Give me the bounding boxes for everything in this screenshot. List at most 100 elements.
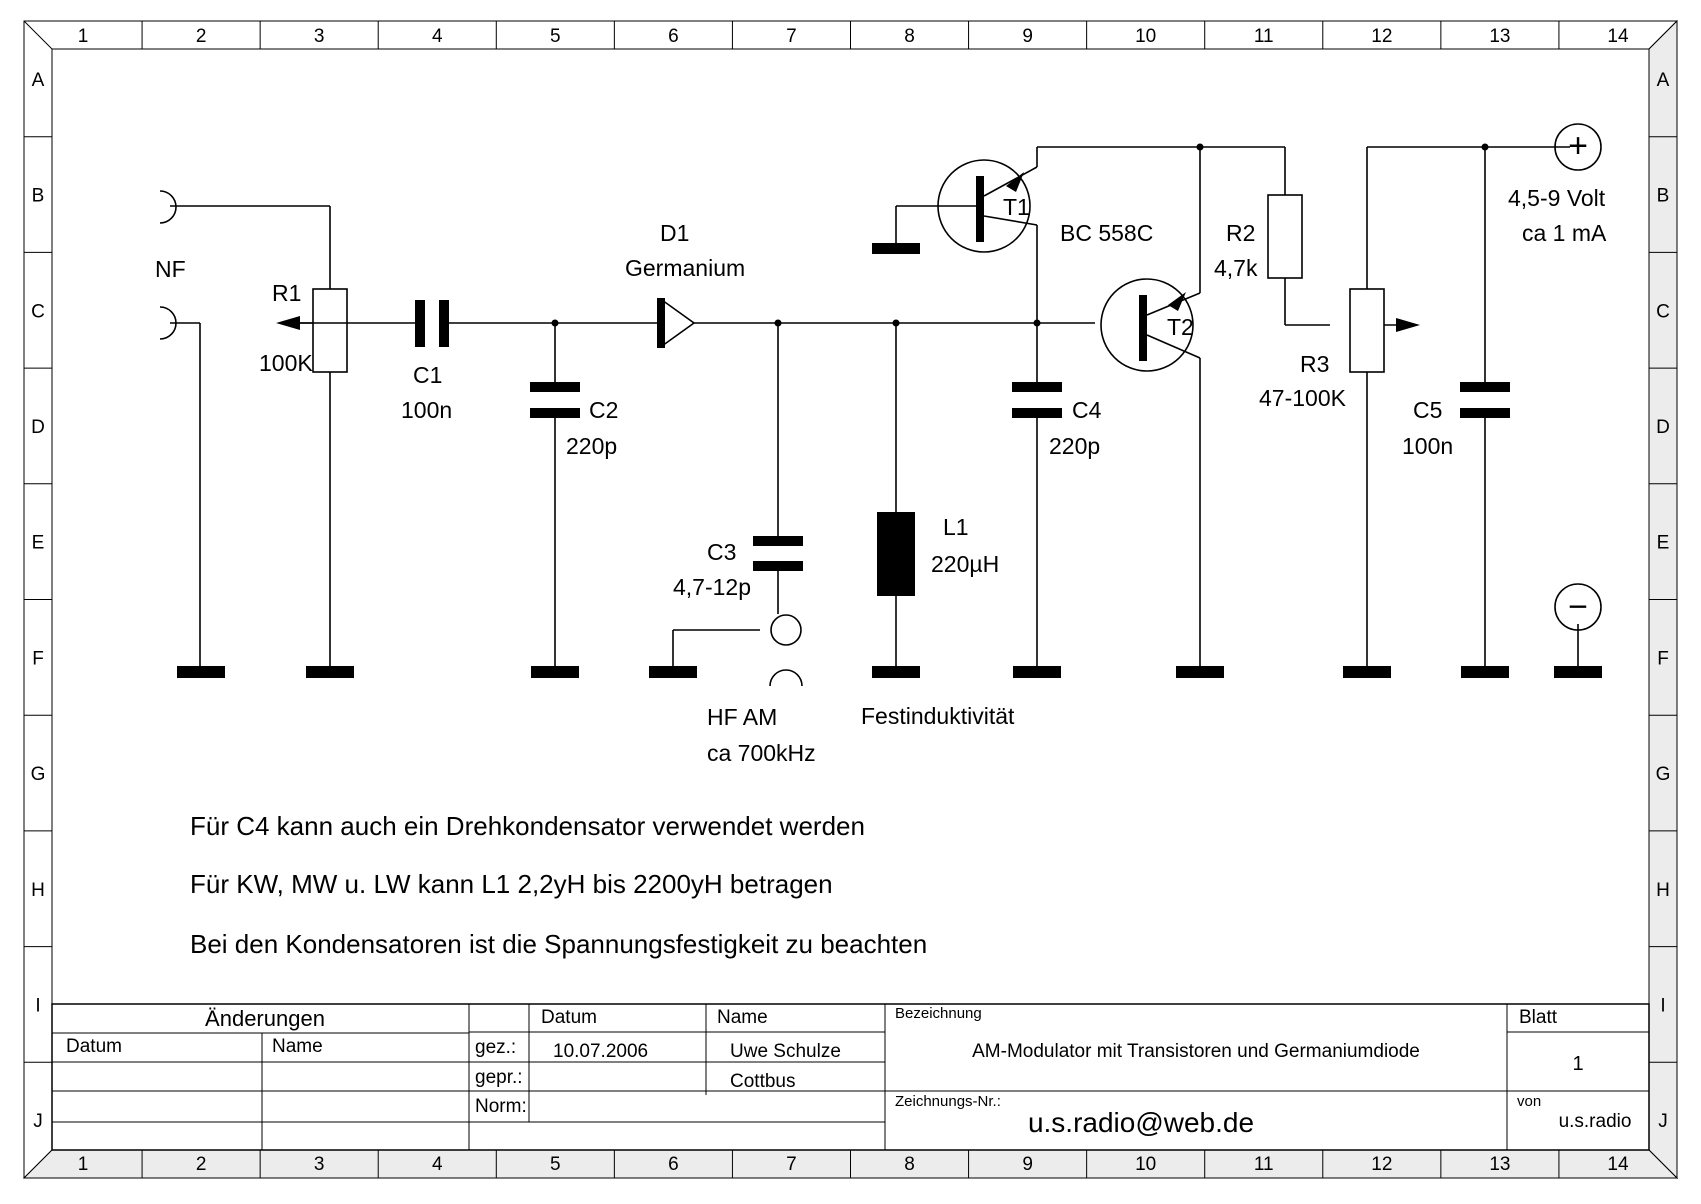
c3-value: 4,7-12p	[673, 574, 751, 600]
junction-dots	[551, 143, 1489, 327]
r3-value: 47-100K	[1259, 385, 1347, 411]
frame-column-number: 3	[314, 26, 325, 47]
norm-label: Norm:	[475, 1096, 527, 1117]
frame-column-number: 12	[1371, 1154, 1392, 1175]
supply-voltage: 4,5-9 Volt	[1508, 185, 1606, 211]
c5-value: 100n	[1402, 433, 1453, 459]
frame-row-letter: D	[31, 417, 45, 438]
r3-potentiometer	[1349, 288, 1420, 373]
changes-name-label: Name	[272, 1036, 323, 1057]
plus-terminal	[1554, 123, 1602, 171]
frame-row-letter: D	[1656, 417, 1670, 438]
c5-name: C5	[1413, 397, 1442, 423]
c3-trimmer-capacitor	[753, 536, 803, 571]
frame-row-letter: G	[1656, 764, 1671, 785]
c4-name: C4	[1072, 397, 1102, 423]
hf-label-line2: ca 700kHz	[707, 740, 816, 766]
frame-column-number: 14	[1607, 26, 1629, 47]
gepr-name: Cottbus	[730, 1071, 795, 1092]
frame-column-number: 4	[432, 1154, 443, 1175]
frame-row-letter: F	[32, 648, 44, 669]
t1-name: T1	[1003, 194, 1030, 220]
frame-column-number: 7	[786, 26, 797, 47]
frame-column-number: 11	[1254, 26, 1274, 47]
r1-value: 100K	[259, 350, 313, 376]
plus-symbol: +	[1568, 127, 1588, 165]
t2-transistor	[1100, 278, 1201, 372]
frame-row-letter: E	[32, 533, 45, 554]
frame-column-number: 10	[1135, 1154, 1156, 1175]
frame-column-number: 5	[550, 26, 561, 47]
blatt-label: Blatt	[1519, 1007, 1558, 1028]
gepr-label: gepr.:	[475, 1067, 523, 1088]
frame-column-number: 7	[786, 1154, 797, 1175]
frame-row-letter: J	[33, 1111, 43, 1132]
frame-row-letter: F	[1657, 648, 1669, 669]
frame-row-letter: A	[1657, 70, 1670, 91]
frame-row-letter: H	[1656, 880, 1670, 901]
c2-value: 220p	[566, 433, 617, 459]
frame-row-letter: I	[1660, 995, 1665, 1016]
frame-row-letter: I	[35, 995, 40, 1016]
t1-transistor	[937, 159, 1038, 253]
frame-ticks	[24, 21, 1677, 1178]
frame-column-number: 13	[1489, 26, 1510, 47]
frame-column-number: 8	[904, 1154, 915, 1175]
l1-name: L1	[943, 514, 969, 540]
frame-column-number: 6	[668, 1154, 679, 1175]
c2-capacitor	[530, 382, 580, 418]
bezeichnung-label: Bezeichnung	[895, 1005, 982, 1022]
c1-value: 100n	[401, 397, 452, 423]
von-label: von	[1517, 1093, 1541, 1110]
frame-row-letter: J	[1658, 1111, 1668, 1132]
minus-symbol: −	[1568, 588, 1588, 626]
ground-symbols	[177, 243, 1602, 678]
nf-label: NF	[155, 256, 186, 282]
frame-column-number: 12	[1371, 26, 1392, 47]
r2-name: R2	[1226, 220, 1255, 246]
note-line-3: Bei den Kondensatoren ist die Spannungsf…	[190, 929, 927, 959]
l1-value: 220µH	[931, 551, 999, 577]
note-line-2: Für KW, MW u. LW kann L1 2,2yH bis 2200y…	[190, 869, 833, 899]
c4-value: 220p	[1049, 433, 1100, 459]
d1-name: D1	[660, 220, 689, 246]
r1-potentiometer	[276, 288, 348, 373]
l1-inductor	[877, 512, 915, 596]
frame-column-number: 9	[1022, 1154, 1033, 1175]
name-header: Name	[717, 1007, 768, 1028]
t2-name: T2	[1167, 314, 1194, 340]
frame-column-number: 5	[550, 1154, 561, 1175]
title-block	[51, 1003, 1650, 1151]
gez-name: Uwe Schulze	[730, 1041, 841, 1062]
zeichnungsnr-value: u.s.radio@web.de	[1028, 1107, 1254, 1138]
frame-column-number: 1	[78, 26, 89, 47]
blatt-value: 1	[1572, 1053, 1583, 1075]
r3-name: R3	[1300, 351, 1329, 377]
frame-row-letter: H	[31, 880, 45, 901]
transistor-type: BC 558C	[1060, 220, 1153, 246]
frame-column-number: 4	[432, 26, 443, 47]
c5-capacitor	[1460, 382, 1510, 418]
changes-datum-label: Datum	[66, 1036, 122, 1057]
c4-capacitor	[1012, 382, 1062, 418]
frame-row-letter: B	[1657, 186, 1670, 207]
c1-capacitor	[415, 300, 449, 347]
c1-name: C1	[413, 362, 442, 388]
gez-label: gez.:	[475, 1037, 516, 1058]
l1-note: Festinduktivität	[861, 703, 1015, 729]
frame-row-letter: A	[32, 70, 45, 91]
r2-value: 4,7k	[1214, 255, 1258, 281]
supply-current: ca 1 mA	[1522, 220, 1607, 246]
frame-column-number: 6	[668, 26, 679, 47]
von-value: u.s.radio	[1559, 1111, 1632, 1132]
frame-row-letter: E	[1657, 533, 1670, 554]
frame-column-number: 9	[1022, 26, 1033, 47]
datum-header: Datum	[541, 1007, 597, 1028]
frame-column-number: 14	[1607, 1154, 1629, 1175]
gez-date: 10.07.2006	[553, 1041, 648, 1062]
frame-row-letter: C	[1656, 301, 1670, 322]
drawing-title: AM-Modulator mit Transistoren und German…	[972, 1041, 1420, 1062]
note-line-1: Für C4 kann auch ein Drehkondensator ver…	[190, 811, 865, 841]
